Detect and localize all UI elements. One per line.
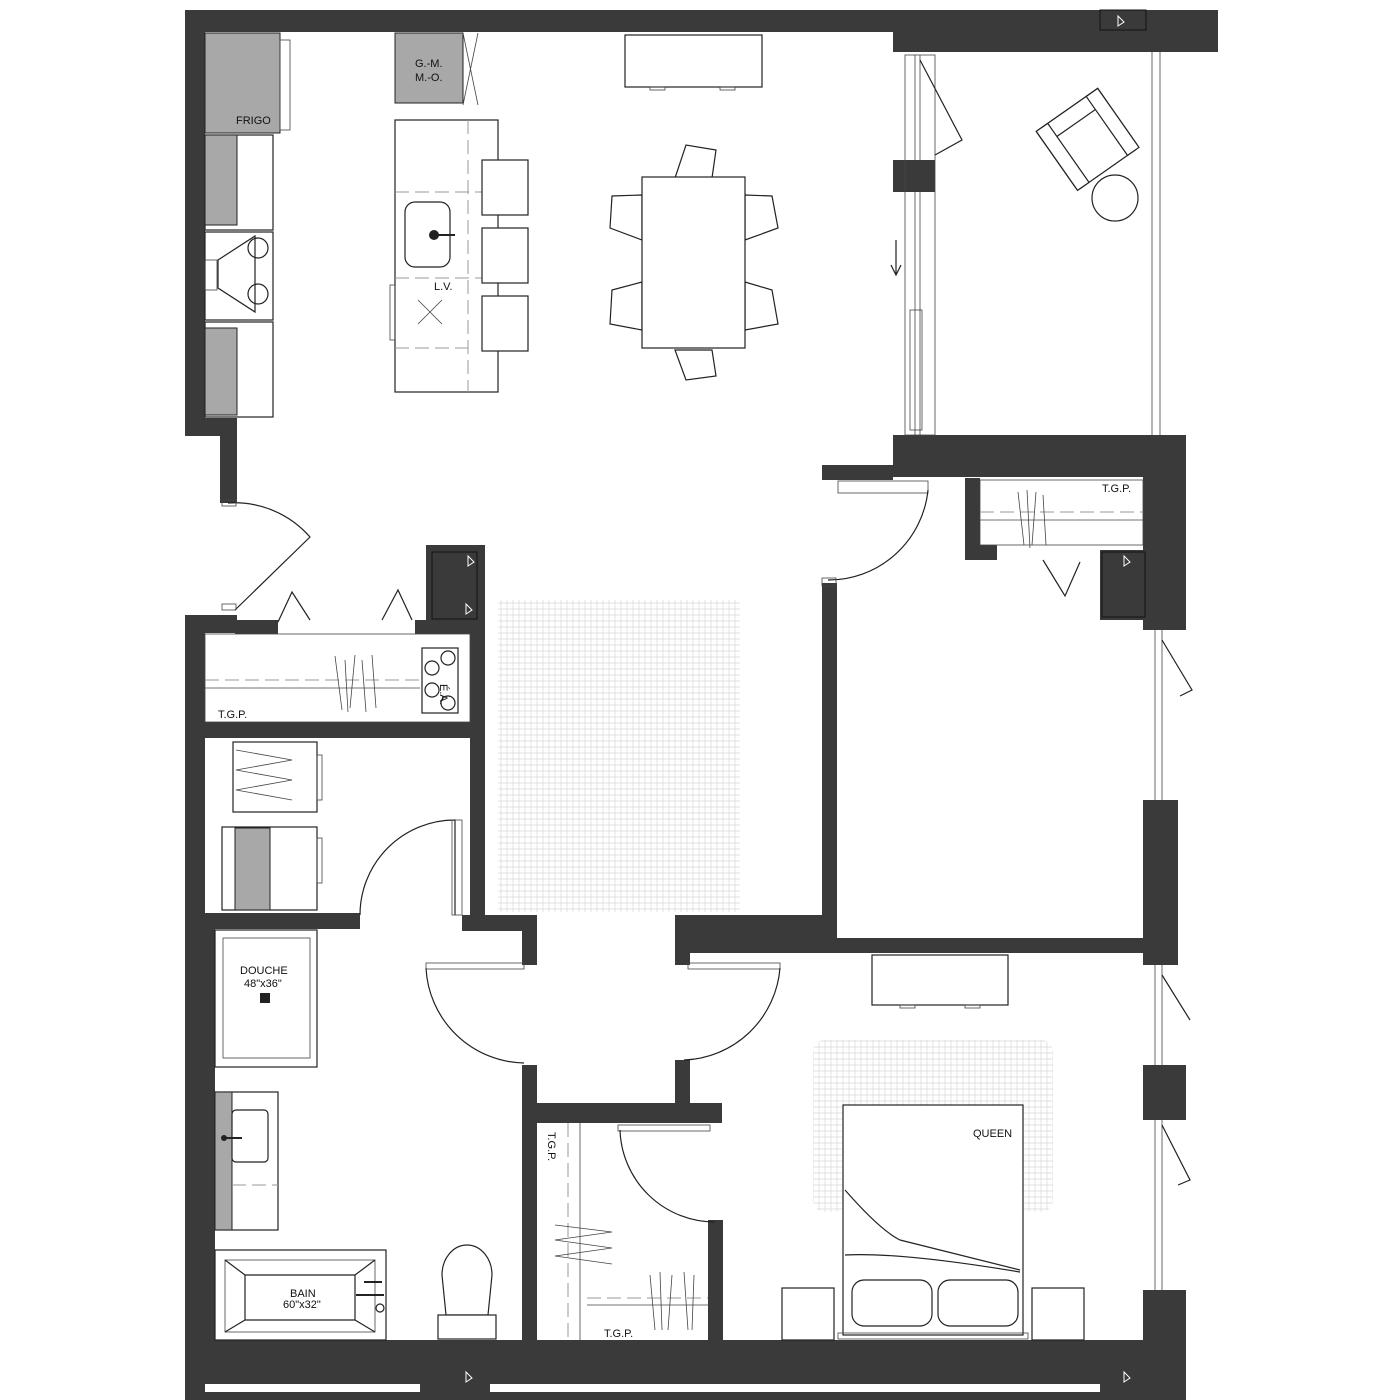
lv-label: L.V.: [434, 281, 453, 293]
bathroom: DOUCHE 48"x36" BAIN 60"x32": [214, 929, 525, 1341]
chair: [674, 144, 717, 179]
stove: [204, 231, 274, 321]
stool: [481, 227, 529, 284]
dresser: [871, 954, 1009, 1006]
nightstand: [1031, 1287, 1085, 1341]
microwave-dishwasher: [394, 32, 464, 104]
bedroom-2: T.G.P.: [821, 479, 1193, 800]
ea-label: É.A.: [437, 684, 450, 705]
gm-label: G.-M.: [415, 58, 443, 70]
tgp-entry-label: T.G.P.: [218, 709, 247, 721]
bain-label: BAIN: [290, 1288, 316, 1300]
tgp-walkin-side-label: T.G.P.: [545, 1132, 557, 1161]
nightstand: [781, 1287, 835, 1341]
chair: [609, 281, 643, 331]
hall-rug: [498, 600, 740, 912]
queen-label: QUEEN: [973, 1128, 1012, 1140]
walk-in-closet: T.G.P. T.G.P.: [545, 1123, 716, 1340]
balcony: [890, 52, 1161, 436]
side-table: [1091, 174, 1139, 222]
frigo-label: FRIGO: [236, 115, 271, 127]
entry-door: [227, 502, 311, 611]
tgp-bedroom2-label: T.G.P.: [1102, 483, 1131, 495]
chair: [609, 194, 643, 241]
walls: [185, 9, 1218, 1400]
stool: [481, 159, 529, 216]
bain-size-label: 60"x32": [283, 1299, 321, 1311]
chair: [674, 349, 717, 381]
electrical-panel: [421, 647, 459, 714]
kitchen: FRIGO G.-M. M.-O. L.V.: [204, 32, 763, 418]
master-bedroom: QUEEN: [683, 954, 1191, 1341]
dining-table: [641, 176, 746, 349]
douche-label: DOUCHE: [240, 965, 288, 977]
tgp-walkin-bottom-label: T.G.P.: [604, 1328, 633, 1340]
armchair: [1035, 87, 1140, 192]
douche-size-label: 48"x36": [244, 978, 282, 990]
dining-area: [609, 144, 779, 381]
refrigerator: [204, 32, 281, 134]
laundry: [221, 741, 463, 916]
chair: [744, 281, 779, 331]
stool: [481, 295, 529, 352]
mo-label: M.-O.: [415, 72, 443, 84]
entry: T.G.P. É.A.: [204, 499, 478, 723]
sideboard: [624, 34, 763, 88]
toilet: [441, 1244, 493, 1316]
chair: [744, 194, 779, 241]
